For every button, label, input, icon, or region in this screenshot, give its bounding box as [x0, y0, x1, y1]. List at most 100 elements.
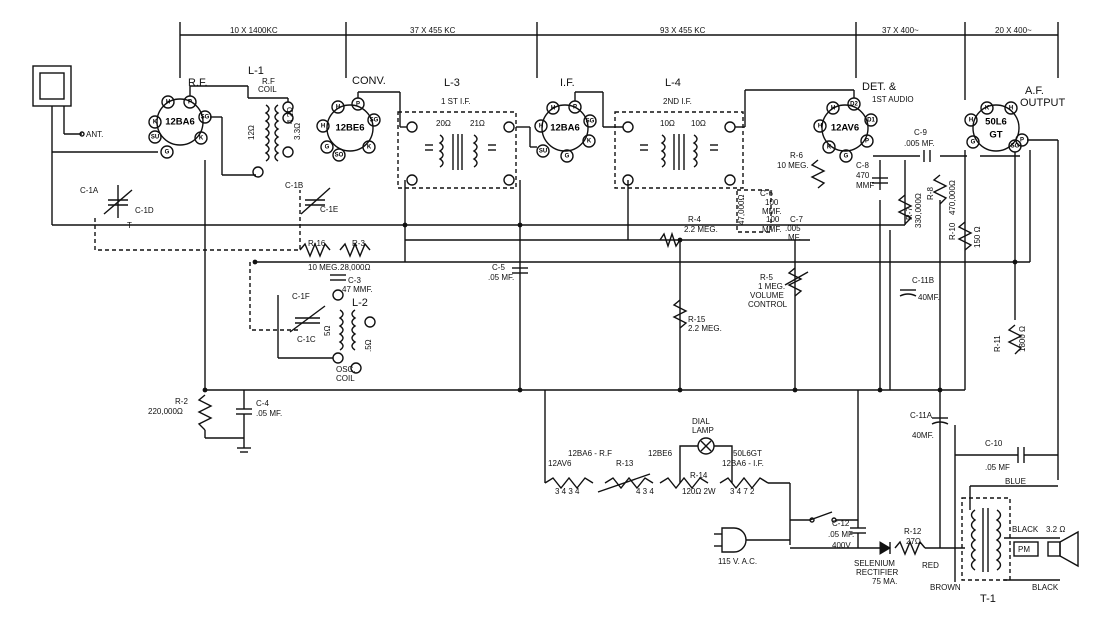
svg-text:3.3Ω: 3.3Ω	[293, 123, 302, 140]
svg-text:H: H	[818, 124, 822, 130]
svg-text:CONTROL: CONTROL	[748, 300, 788, 309]
svg-text:R-16: R-16	[308, 239, 326, 248]
svg-text:L-1: L-1	[248, 65, 264, 77]
svg-text:10 MEG.: 10 MEG.	[777, 161, 809, 170]
svg-text:SU: SU	[151, 135, 159, 141]
svg-text:C-7: C-7	[790, 215, 803, 224]
svg-text:1800 Ω: 1800 Ω	[1018, 326, 1027, 352]
svg-text:K: K	[199, 136, 204, 142]
gain-if2: 93 X 455 KC	[660, 26, 706, 35]
svg-text:H: H	[336, 105, 340, 111]
svg-text:C-1B: C-1B	[285, 181, 303, 190]
svg-text:H: H	[969, 118, 973, 124]
rf-tube-label: 12BA6	[165, 117, 195, 128]
svg-text:.05 MF: .05 MF	[985, 463, 1010, 472]
svg-text:COIL: COIL	[258, 85, 277, 94]
conv-section-label: CONV.	[352, 75, 386, 87]
svg-text:VOLUME: VOLUME	[750, 291, 784, 300]
svg-text:RECTIFIER: RECTIFIER	[856, 568, 898, 577]
svg-text:10 MEG.: 10 MEG.	[308, 263, 340, 272]
svg-text:A.F.: A.F.	[1025, 85, 1044, 97]
svg-text:C-1D: C-1D	[135, 206, 154, 215]
svg-text:5Ω: 5Ω	[323, 326, 332, 336]
gain-det: 37 X 400~	[882, 26, 919, 35]
svg-text:100: 100	[765, 198, 779, 207]
svg-text:SG: SG	[586, 119, 595, 125]
svg-text:P: P	[188, 100, 192, 106]
svg-text:12BA6 - I.F.: 12BA6 - I.F.	[722, 459, 764, 468]
svg-text:C-11B: C-11B	[912, 276, 934, 285]
det-tube-12av6: 12AV6 H D2 H D1 K G P DET. & 1ST AUDIO	[813, 81, 914, 163]
svg-text:LAMP: LAMP	[692, 426, 714, 435]
svg-text:40MF.: 40MF.	[918, 293, 940, 302]
det-tube-label: 12AV6	[831, 123, 859, 134]
svg-text:C-9: C-9	[914, 128, 927, 137]
svg-text:12AV6: 12AV6	[548, 459, 572, 468]
l4-second-if-transformer: L-4 2ND I.F. 10Ω 10Ω	[614, 77, 744, 189]
svg-text:P: P	[356, 102, 360, 108]
svg-text:2.2 MEG.: 2.2 MEG.	[684, 225, 718, 234]
svg-text:H: H	[539, 124, 543, 130]
svg-text:100: 100	[766, 215, 780, 224]
antenna-loop: ANT.	[32, 65, 158, 153]
svg-text:PM: PM	[1018, 545, 1030, 554]
svg-text:DIAL: DIAL	[692, 417, 710, 426]
svg-text:4 3 4: 4 3 4	[636, 487, 654, 496]
l3-first-if-transformer: L-3 1 ST I.F. 20Ω 21Ω	[397, 77, 517, 189]
gain-if1: 37 X 455 KC	[410, 26, 456, 35]
svg-text:P: P	[573, 105, 577, 111]
svg-text:12BA6 - R.F: 12BA6 - R.F	[568, 449, 612, 458]
svg-text:R-3: R-3	[352, 239, 365, 248]
svg-text:C-6: C-6	[760, 189, 773, 198]
signal-wiring	[189, 85, 1059, 480]
svg-text:MMF.: MMF.	[762, 207, 782, 216]
svg-text:L-2: L-2	[352, 297, 368, 309]
svg-text:R-11: R-11	[993, 335, 1002, 352]
svg-text:120Ω 2W: 120Ω 2W	[682, 487, 716, 496]
svg-text:R-7: R-7	[905, 207, 914, 220]
svg-text:12Ω: 12Ω	[247, 125, 256, 140]
svg-text:4.2Ω: 4.2Ω	[286, 107, 295, 124]
svg-text:C-1A: C-1A	[80, 186, 99, 195]
gain-rf: 10 X 1400KC	[230, 26, 278, 35]
svg-text:H: H	[1009, 106, 1013, 112]
svg-text:K: K	[153, 120, 158, 126]
svg-text:1 MEG.: 1 MEG.	[758, 282, 785, 291]
svg-text:2.2 MEG.: 2.2 MEG.	[688, 324, 722, 333]
svg-text:R-8: R-8	[926, 187, 935, 200]
svg-text:P: P	[1020, 138, 1024, 144]
svg-text:.05 MF.: .05 MF.	[488, 273, 514, 282]
bus-wiring	[51, 150, 1031, 393]
conv-tube-label: 12BE6	[335, 123, 364, 134]
svg-text:G: G	[165, 150, 170, 156]
svg-text:P: P	[865, 139, 869, 145]
svg-text:3.2 Ω: 3.2 Ω	[1046, 525, 1065, 534]
svg-text:C-5: C-5	[492, 263, 505, 272]
svg-text:MF.: MF.	[788, 233, 801, 242]
svg-text:D1: D1	[867, 118, 875, 124]
svg-text:C-12: C-12	[832, 519, 850, 528]
svg-text:SU: SU	[539, 149, 547, 155]
svg-text:G: G	[971, 140, 976, 146]
stage-gain-dimension: 10 X 1400KC 37 X 455 KC 93 X 455 KC 37 X…	[179, 22, 1059, 100]
output-tube-50l6gt: 50L6 GT K H H G SG P A.F. OUTPUT	[964, 85, 1066, 153]
svg-text:L-3: L-3	[444, 77, 460, 89]
svg-text:115 V. A.C.: 115 V. A.C.	[718, 557, 757, 566]
svg-text:10Ω: 10Ω	[660, 119, 675, 128]
svg-text:MMF: MMF	[856, 181, 874, 190]
svg-text:47,000Ω: 47,000Ω	[737, 195, 746, 225]
svg-text:R-13: R-13	[616, 459, 634, 468]
svg-text:.005: .005	[785, 224, 801, 233]
mid-components: R-16 10 MEG. R-3 28,000Ω C-3 47 MMF. R-2…	[148, 128, 1058, 472]
svg-text:R-10: R-10	[948, 222, 957, 240]
svg-text:27Ω: 27Ω	[906, 537, 921, 546]
svg-text:C-3: C-3	[348, 276, 361, 285]
l2-osc-coil: L-2 OSC. COIL 5Ω .5Ω	[277, 289, 376, 383]
svg-text:COIL: COIL	[336, 374, 355, 383]
svg-text:R-14: R-14	[690, 471, 708, 480]
l1-rf-coil: L-1 R.F COIL 12Ω 3.3Ω 4.2Ω	[247, 65, 302, 178]
svg-text:H: H	[166, 100, 170, 106]
svg-text:H: H	[321, 124, 325, 130]
if-section-label: I.F.	[560, 77, 575, 89]
